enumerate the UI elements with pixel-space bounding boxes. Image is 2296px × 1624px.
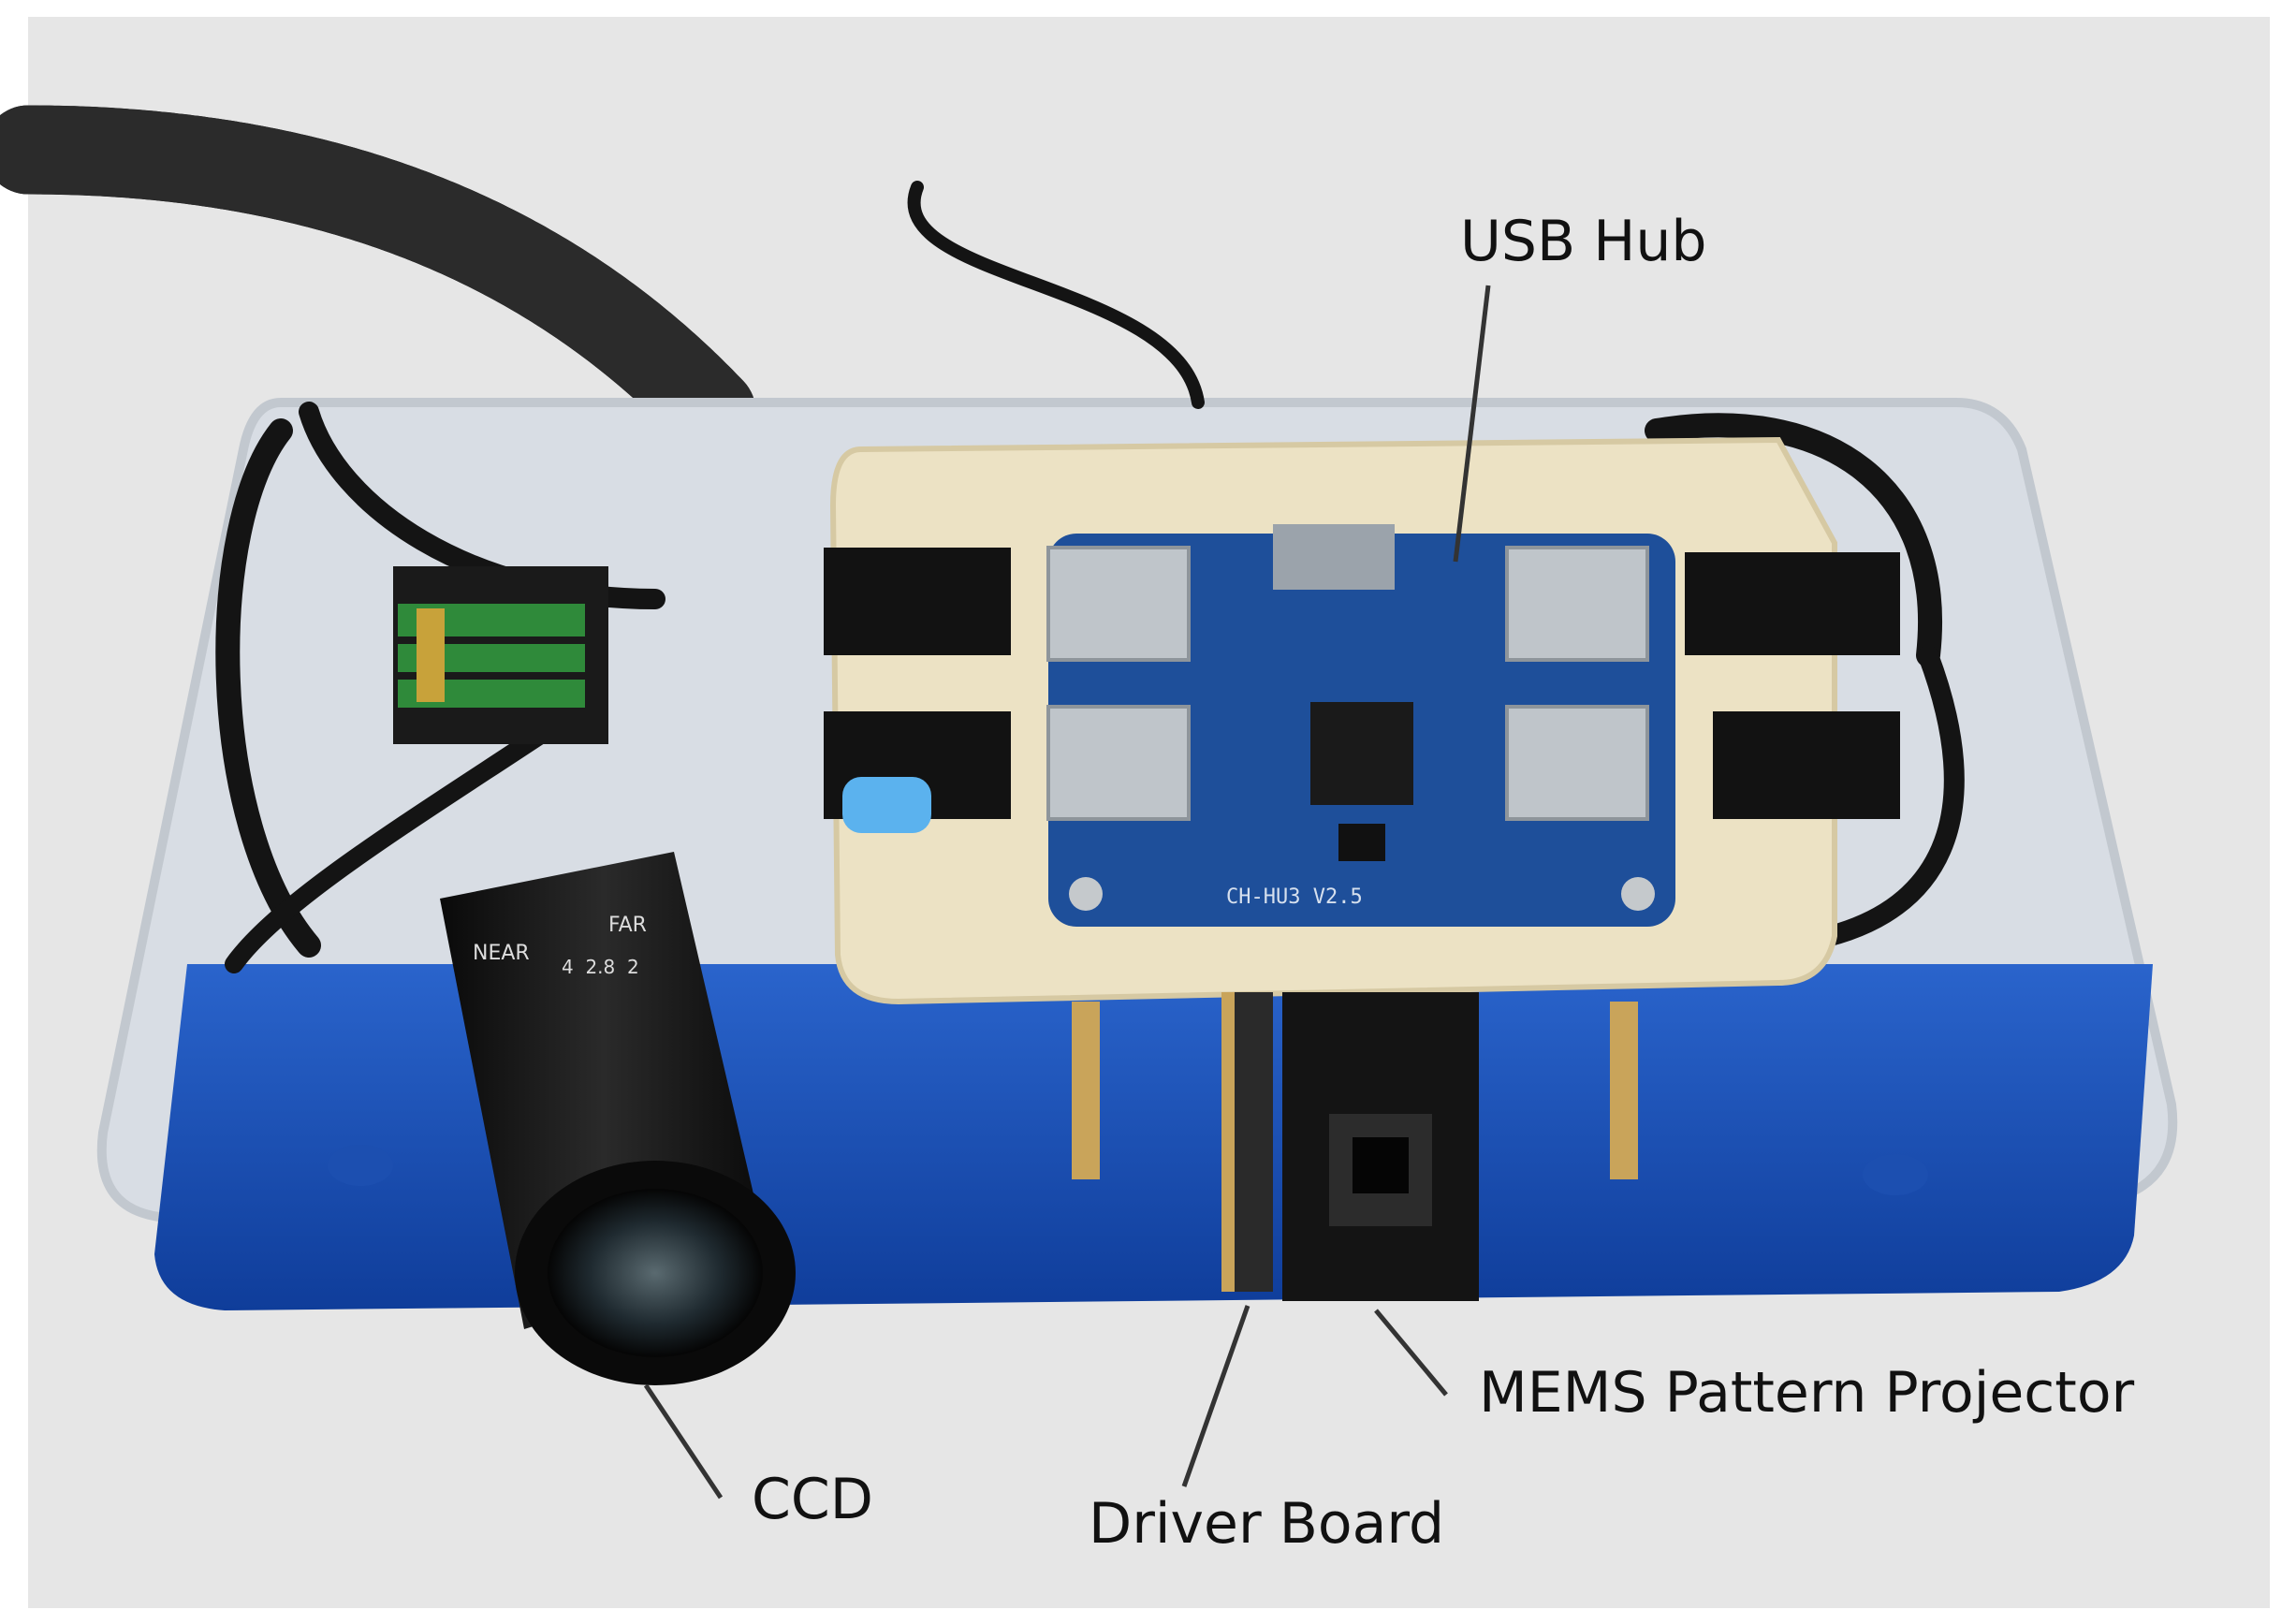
lens-near-marking: NEAR [473, 942, 530, 965]
lens-far-marking: FAR [608, 914, 647, 937]
base-standoff-left [328, 1145, 393, 1186]
camera-sensor-board [393, 566, 608, 744]
usb-ports [1046, 546, 1649, 821]
driver-board-edge [1221, 992, 1235, 1292]
usb-plugs [824, 548, 1900, 819]
base-plate [154, 964, 2153, 1310]
leader-line-mems [1374, 1309, 1448, 1397]
driver-board-label: Driver Board [1089, 1491, 1445, 1557]
ccd-lens: NEAR FAR 4 2.8 2 [440, 852, 796, 1385]
leader-lines [643, 285, 1491, 1500]
blue-accent-tab [842, 777, 931, 833]
mems-projector-label: MEMS Pattern Projector [1479, 1360, 2135, 1426]
internal-cables [215, 181, 1965, 973]
ccd-label: CCD [752, 1467, 873, 1532]
leader-line-ccd [643, 1383, 724, 1500]
base-standoff-right [1863, 1154, 1928, 1195]
mems-projector [1282, 992, 1479, 1301]
standoff-right [1610, 1002, 1638, 1179]
braided-cable [0, 105, 756, 457]
standoff-left [1072, 1002, 1100, 1179]
usb-hub-label: USB Hub [1460, 209, 1707, 274]
lens-aperture-scale: 4 2.8 2 [562, 956, 639, 978]
leader-line-usb-hub [1453, 285, 1491, 563]
driver-board [1231, 992, 1273, 1292]
leader-line-driver-board [1181, 1305, 1250, 1487]
hub-model-marking: CH-HU3 V2.5 [1226, 885, 1363, 909]
